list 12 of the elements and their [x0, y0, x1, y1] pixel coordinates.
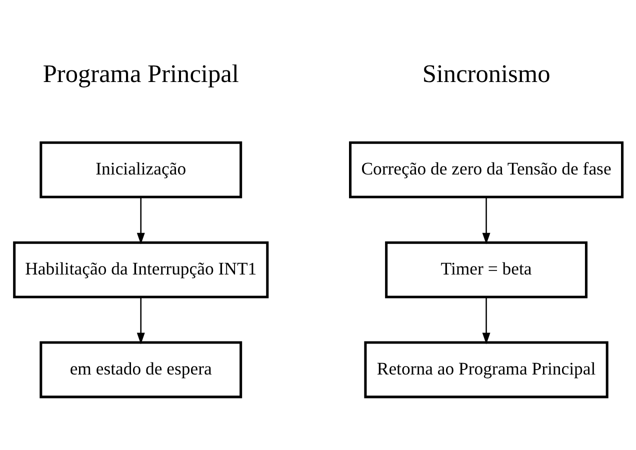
node-box: em estado de espera	[40, 340, 242, 398]
node-box: Correção de zero da Tensão de fase	[349, 140, 624, 198]
arrow	[482, 196, 490, 244]
node-box: Inicialização	[40, 140, 242, 198]
arrow	[482, 296, 490, 344]
label: Programa Principal	[42, 59, 239, 88]
node-box: Retorna ao Programa Principal	[364, 340, 608, 398]
label: Sincronismo	[422, 59, 550, 88]
arrow	[136, 196, 145, 244]
node-box: Habilitação da Interrupção INT1	[13, 240, 269, 298]
arrow	[136, 296, 145, 344]
node-box: Timer = beta	[385, 240, 588, 298]
